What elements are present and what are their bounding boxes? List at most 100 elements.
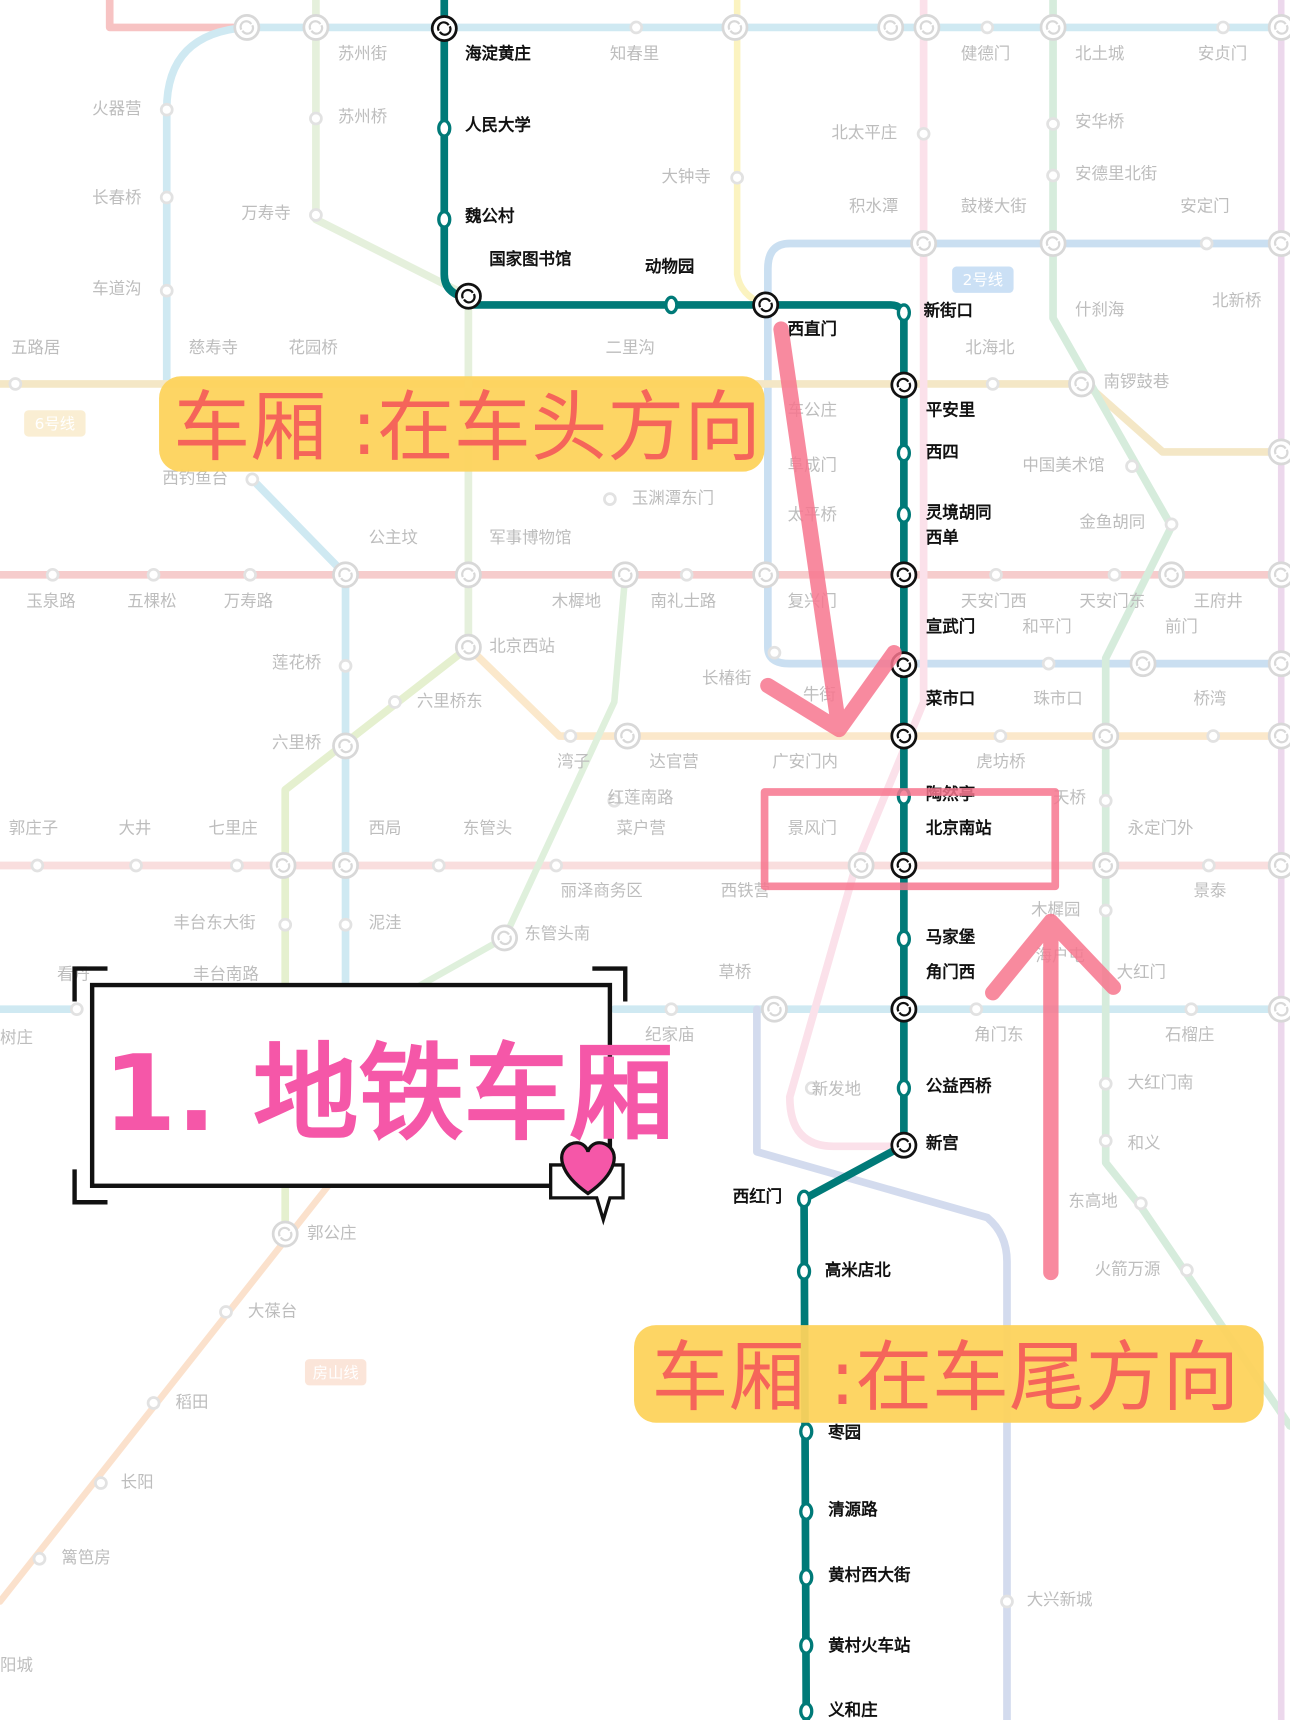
- station-label[interactable]: 前门: [1165, 617, 1198, 636]
- highlight-station-label[interactable]: 西四: [926, 442, 959, 461]
- station-label[interactable]: 珠市口: [1033, 689, 1082, 708]
- highlight-station-label[interactable]: 高米店北: [825, 1261, 891, 1280]
- highlight-station-label[interactable]: 北京南站: [926, 819, 992, 838]
- station-label[interactable]: 广安门内: [772, 752, 838, 771]
- station-label[interactable]: 天安门西: [961, 592, 1027, 611]
- highlight-station-label[interactable]: 西直门: [788, 320, 837, 339]
- station-label[interactable]: 万寿寺: [241, 203, 290, 222]
- station-label[interactable]: 菜户营: [616, 819, 665, 838]
- station-label[interactable]: 东管头: [463, 819, 512, 838]
- highlight-station-label[interactable]: 角门西: [926, 962, 975, 981]
- station-label[interactable]: 新发地: [812, 1080, 861, 1099]
- station-label[interactable]: 五路居: [11, 338, 60, 357]
- station-label[interactable]: 天安门东: [1079, 592, 1145, 611]
- highlight-station-label[interactable]: 公益西桥: [926, 1076, 992, 1095]
- station-label[interactable]: 郭庄子: [9, 819, 58, 838]
- station-label[interactable]: 大葆台: [248, 1301, 297, 1320]
- station-label[interactable]: 大兴新城: [1027, 1590, 1093, 1609]
- highlight-station-label[interactable]: 清源路: [828, 1500, 878, 1519]
- station-label[interactable]: 郭公庄: [307, 1223, 356, 1242]
- station-label[interactable]: 五棵松: [127, 592, 176, 611]
- station-label[interactable]: 永定门外: [1128, 819, 1194, 838]
- station-label[interactable]: 湾子: [557, 752, 590, 771]
- station-label[interactable]: 南锣鼓巷: [1104, 372, 1170, 391]
- station-label[interactable]: 七里庄: [208, 819, 257, 838]
- station-label[interactable]: 火箭万源: [1095, 1260, 1161, 1279]
- station-label[interactable]: 金鱼胡同: [1079, 513, 1145, 532]
- station-label[interactable]: 东管头南: [524, 924, 590, 943]
- station-label[interactable]: 什刹海: [1075, 300, 1124, 319]
- station-label[interactable]: 石榴庄: [1165, 1025, 1214, 1044]
- station-label[interactable]: 大钟寺: [661, 167, 710, 186]
- station-label[interactable]: 中国美术馆: [1022, 456, 1104, 475]
- station-label[interactable]: 莲花桥: [272, 653, 321, 672]
- highlight-station-label[interactable]: 黄村火车站: [828, 1636, 911, 1655]
- station-label[interactable]: 六里桥东: [417, 691, 483, 710]
- station-label[interactable]: 西钓鱼台: [162, 469, 228, 488]
- station-label[interactable]: 角门东: [974, 1025, 1023, 1044]
- highlight-station-label[interactable]: 平安里: [926, 401, 975, 420]
- highlight-station-label[interactable]: 义和庄: [828, 1701, 877, 1720]
- station-label[interactable]: 北海北: [965, 338, 1014, 357]
- highlight-station-label[interactable]: 菜市口: [925, 689, 975, 708]
- station-label[interactable]: 安华桥: [1075, 112, 1124, 131]
- station-label[interactable]: 王府井: [1193, 592, 1242, 611]
- highlight-station-label[interactable]: 黄村西大街: [828, 1566, 911, 1585]
- highlight-station-label[interactable]: 枣园: [827, 1423, 861, 1442]
- station-label[interactable]: 长阳: [121, 1472, 154, 1491]
- station-label[interactable]: 火器营: [92, 99, 141, 118]
- highlight-station-label[interactable]: 动物园: [645, 257, 694, 276]
- station-label[interactable]: 健德门: [961, 44, 1010, 63]
- station-label[interactable]: 和义: [1128, 1133, 1161, 1152]
- station-label[interactable]: 景泰: [1193, 881, 1226, 900]
- station-label[interactable]: 公主坟: [369, 528, 418, 547]
- station-label[interactable]: 泥洼: [369, 913, 402, 932]
- station-label[interactable]: 纪家庙: [645, 1025, 694, 1044]
- station-label[interactable]: 西局: [369, 819, 402, 838]
- station-label[interactable]: 丰台南路: [193, 965, 259, 984]
- station-label[interactable]: 稻田: [176, 1392, 209, 1411]
- station-label[interactable]: 安德里北街: [1075, 164, 1157, 183]
- station-label[interactable]: 天桥: [1053, 788, 1086, 807]
- station-label[interactable]: 树庄: [0, 1028, 33, 1047]
- station-label[interactable]: 玉泉路: [26, 592, 75, 611]
- station-label[interactable]: 阳城: [0, 1656, 33, 1675]
- station-label[interactable]: 丰台东大街: [173, 913, 255, 932]
- station-label[interactable]: 木樨地: [552, 592, 601, 611]
- station-label[interactable]: 长春桥: [92, 188, 141, 207]
- station-label[interactable]: 西铁营: [721, 881, 770, 900]
- station-label[interactable]: 知春里: [610, 44, 659, 63]
- station-label[interactable]: 长椿街: [702, 668, 751, 687]
- station-label[interactable]: 篱笆房: [61, 1548, 110, 1567]
- highlight-station-label[interactable]: 西单: [926, 528, 959, 547]
- station-label[interactable]: 北太平庄: [831, 123, 897, 142]
- station-label[interactable]: 北京西站: [489, 637, 555, 656]
- station-label[interactable]: 六里桥: [272, 733, 321, 752]
- highlight-station-label[interactable]: 西红门: [733, 1187, 782, 1206]
- highlight-station-label[interactable]: 魏公村: [464, 207, 515, 226]
- station-label[interactable]: 大井: [118, 819, 151, 838]
- highlight-station-label[interactable]: 国家图书馆: [489, 249, 571, 268]
- station-label[interactable]: 安定门: [1180, 197, 1229, 216]
- station-label[interactable]: 二里沟: [606, 338, 655, 357]
- station-label[interactable]: 达官营: [649, 752, 698, 771]
- station-label[interactable]: 安贞门: [1198, 44, 1247, 63]
- highlight-station-label[interactable]: 新街口: [924, 301, 973, 320]
- station-label[interactable]: 苏州街: [338, 44, 387, 63]
- station-label[interactable]: 万寿路: [224, 592, 273, 611]
- station-label[interactable]: 和平门: [1022, 617, 1071, 636]
- station-label[interactable]: 红莲南路: [608, 788, 674, 807]
- station-label[interactable]: 鼓楼大街: [961, 197, 1027, 216]
- highlight-station-label[interactable]: 新宫: [926, 1133, 959, 1152]
- station-label[interactable]: 玉渊潭东门: [632, 488, 714, 507]
- station-label[interactable]: 苏州桥: [338, 107, 387, 126]
- station-label[interactable]: 草桥: [718, 962, 751, 981]
- station-label[interactable]: 丽泽商务区: [561, 881, 643, 900]
- station-label[interactable]: 大红门: [1117, 962, 1166, 981]
- highlight-station-label[interactable]: 马家堡: [926, 927, 976, 946]
- highlight-station-label[interactable]: 人民大学: [465, 116, 531, 135]
- station-label[interactable]: 北新桥: [1212, 291, 1261, 310]
- station-label[interactable]: 车道沟: [92, 279, 141, 298]
- station-label[interactable]: 东高地: [1068, 1192, 1117, 1211]
- station-label[interactable]: 积水潭: [849, 197, 898, 216]
